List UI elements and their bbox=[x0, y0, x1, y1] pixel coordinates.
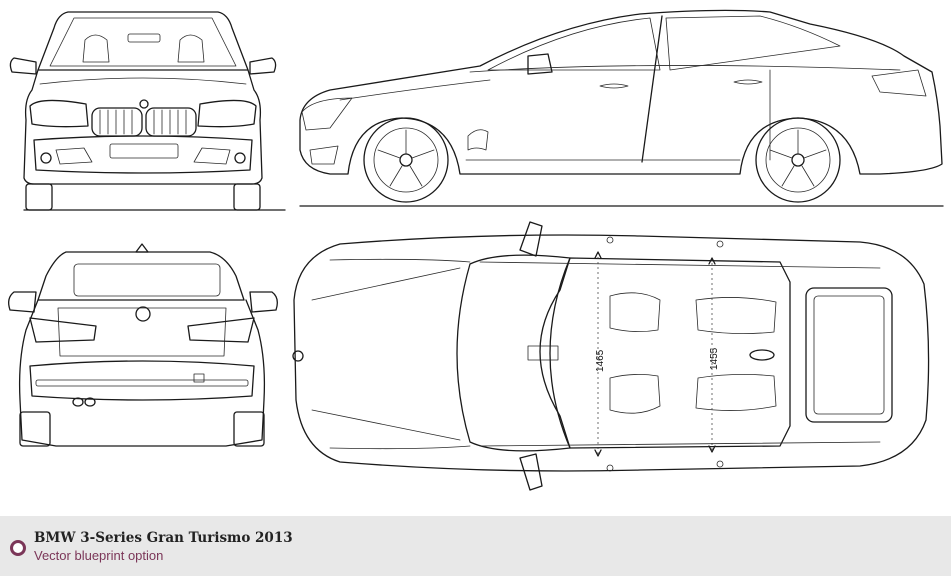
footer-title: BMW 3-Series Gran Turismo 2013 bbox=[34, 530, 293, 546]
footer-bar bbox=[0, 516, 951, 576]
rear-view bbox=[8, 243, 278, 447]
top-view: 1465 1455 bbox=[292, 221, 930, 491]
bullet-ring-icon bbox=[10, 540, 26, 556]
dimension-front-track: 1465 bbox=[595, 349, 606, 372]
blueprint-canvas: 1465 1455 bbox=[8, 9, 944, 491]
front-view bbox=[9, 11, 286, 211]
footer-subtitle[interactable]: Vector blueprint option bbox=[34, 548, 164, 563]
side-view bbox=[299, 9, 944, 207]
dimension-rear-track: 1455 bbox=[709, 347, 720, 370]
